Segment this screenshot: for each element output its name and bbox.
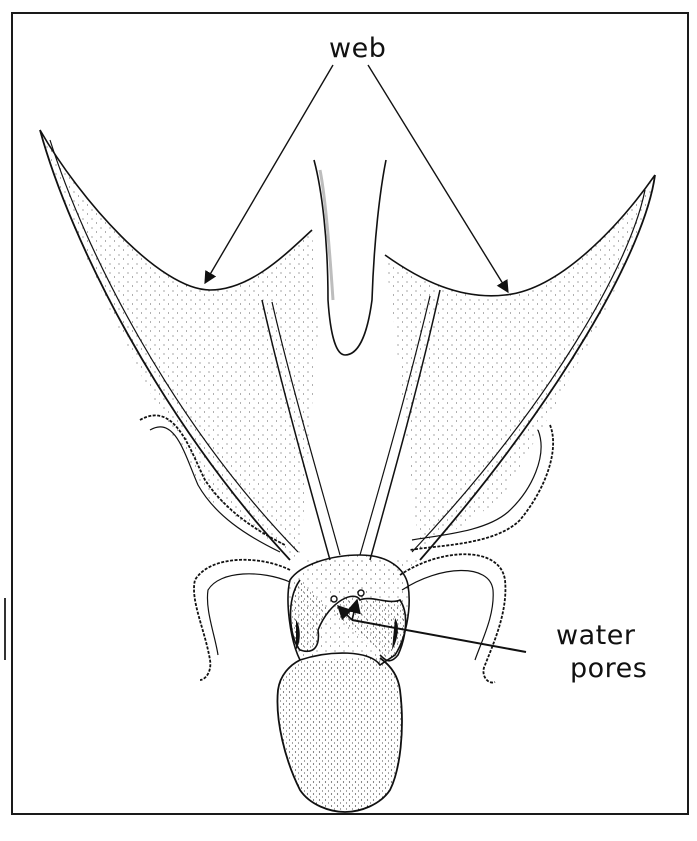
web-arrows: [205, 65, 508, 292]
octopus-body: [277, 555, 409, 812]
pores-label: pores: [570, 653, 647, 685]
web-membrane: [40, 130, 655, 605]
web-label: web: [329, 33, 386, 65]
water-label: water: [556, 620, 635, 652]
